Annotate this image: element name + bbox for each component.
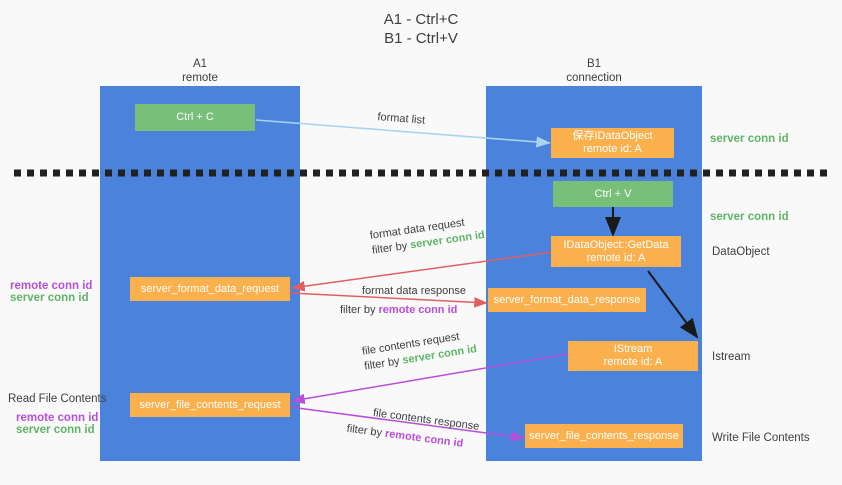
annotation-server-conn-id-mid: server conn id xyxy=(710,211,789,223)
box-getdata-line2: remote id: A xyxy=(586,251,646,264)
box-save-idataobject-line1: 保存IDataObject xyxy=(572,130,653,142)
edge-label-format-data-response: format data response filter by remote co… xyxy=(340,284,466,318)
annotation-istream: Istream xyxy=(712,351,751,363)
filter-value-remote-conn-id: remote conn id xyxy=(378,304,458,316)
column-b1-sub: connection xyxy=(566,71,622,84)
box-server-format-data-response[interactable]: server_format_data_response xyxy=(488,288,646,312)
box-ctrl-c-label: Ctrl + C xyxy=(176,111,214,123)
column-a1-name: A1 xyxy=(192,58,208,70)
filter-prefix: filter by xyxy=(371,239,412,257)
box-istream[interactable]: IStream remote id: A xyxy=(568,341,698,371)
box-save-idataobject[interactable]: 保存IDataObject remote id: A xyxy=(551,128,674,158)
edge-format-data-response xyxy=(289,292,488,308)
column-b1-name: B1 xyxy=(586,58,602,70)
title-line-1: A1 - Ctrl+C xyxy=(383,11,459,28)
box-istream-line1: IStream xyxy=(613,343,653,355)
box-istream-line2: remote id: A xyxy=(603,356,663,368)
box-getdata-line1: IDataObject::GetData xyxy=(563,238,669,251)
edge-label-format-list-text: format list xyxy=(376,110,426,127)
annotation-remote-conn-id-mid: remote conn id xyxy=(10,280,93,292)
edge-file-contents-response xyxy=(289,406,525,442)
box-server-file-contents-request[interactable]: server_file_contents_request xyxy=(130,393,290,417)
filter-prefix: filter by xyxy=(346,422,386,440)
annotation-read-file-contents: Read File Contents xyxy=(8,393,107,405)
box-server-format-data-response-label: server_format_data_response xyxy=(493,293,641,306)
box-server-format-data-request[interactable]: server_format_data_request xyxy=(130,277,290,301)
edge-format-data-request xyxy=(291,251,553,292)
edge-file-contents-request xyxy=(291,353,569,405)
box-ctrl-c[interactable]: Ctrl + C xyxy=(135,104,255,131)
box-ctrl-v-label: Ctrl + V xyxy=(594,187,632,200)
box-server-file-contents-response-label: server_file_contents_response xyxy=(529,429,679,442)
box-ctrl-v[interactable]: Ctrl + V xyxy=(553,181,673,207)
annotation-write-file-contents: Write File Contents xyxy=(712,432,810,444)
edge-label-format-data-response-filter: filter by remote conn id xyxy=(340,303,466,318)
annotation-server-conn-id-top: server conn id xyxy=(710,133,789,145)
title-line-2: B1 - Ctrl+V xyxy=(384,30,458,47)
annotation-server-conn-id-left-mid: server conn id xyxy=(10,292,89,304)
edge-format-list xyxy=(255,119,551,148)
column-header-a1: A1 remote xyxy=(100,58,300,85)
box-save-idataobject-line2: remote id: A xyxy=(583,143,642,155)
box-server-file-contents-request-label: server_file_contents_request xyxy=(139,398,281,411)
box-idataobject-getdata[interactable]: IDataObject::GetData remote id: A xyxy=(551,236,681,267)
column-header-b1: B1 connection xyxy=(486,58,702,85)
edge-getdata-to-istream xyxy=(647,270,699,339)
edge-label-format-data-response-main: format data response xyxy=(362,285,466,297)
column-a1-sub: remote xyxy=(182,71,218,84)
filter-prefix: filter by xyxy=(340,304,379,316)
annotation-server-conn-id-low: server conn id xyxy=(16,424,95,436)
annotation-dataobject: DataObject xyxy=(712,246,770,258)
box-server-file-contents-response[interactable]: server_file_contents_response xyxy=(525,424,683,448)
box-server-format-data-request-label: server_format_data_request xyxy=(140,282,280,295)
annotation-remote-conn-id-low: remote conn id xyxy=(16,412,99,424)
diagram-title: A1 - Ctrl+C B1 - Ctrl+V xyxy=(0,10,842,48)
